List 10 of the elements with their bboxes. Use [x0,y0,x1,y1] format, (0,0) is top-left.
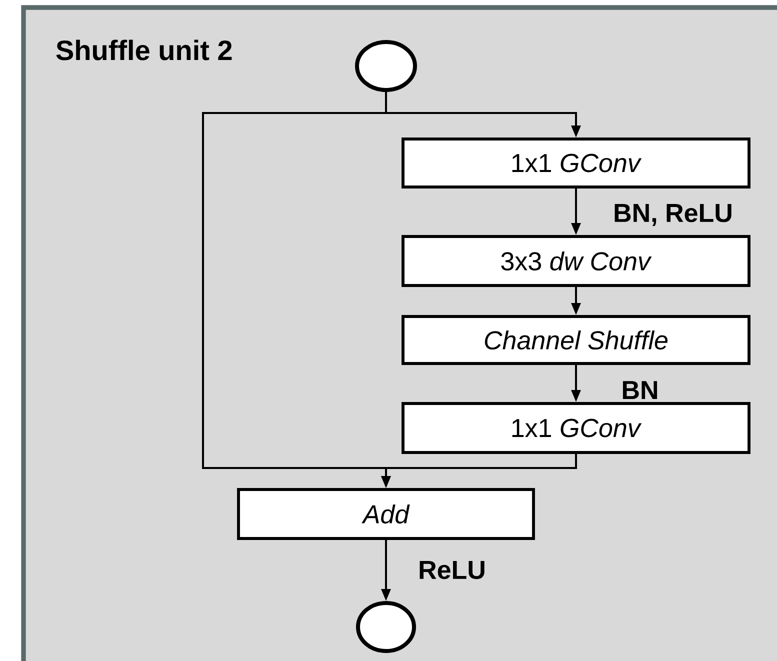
edge-label: BN, ReLU [612,202,734,228]
layer-box: Channel Shuffle [402,315,750,365]
title: Shuffle unit 2 [56,40,232,60]
layer-box: 1x1 GConv [402,138,750,188]
layer-box: Add [237,488,535,540]
terminal-circle [356,601,416,653]
edge-label: BN [620,380,660,400]
edge-label: ReLU [416,560,488,580]
layer-box: 3x3 dw Conv [402,235,750,287]
layer-box: 1x1 GConv [402,402,750,454]
